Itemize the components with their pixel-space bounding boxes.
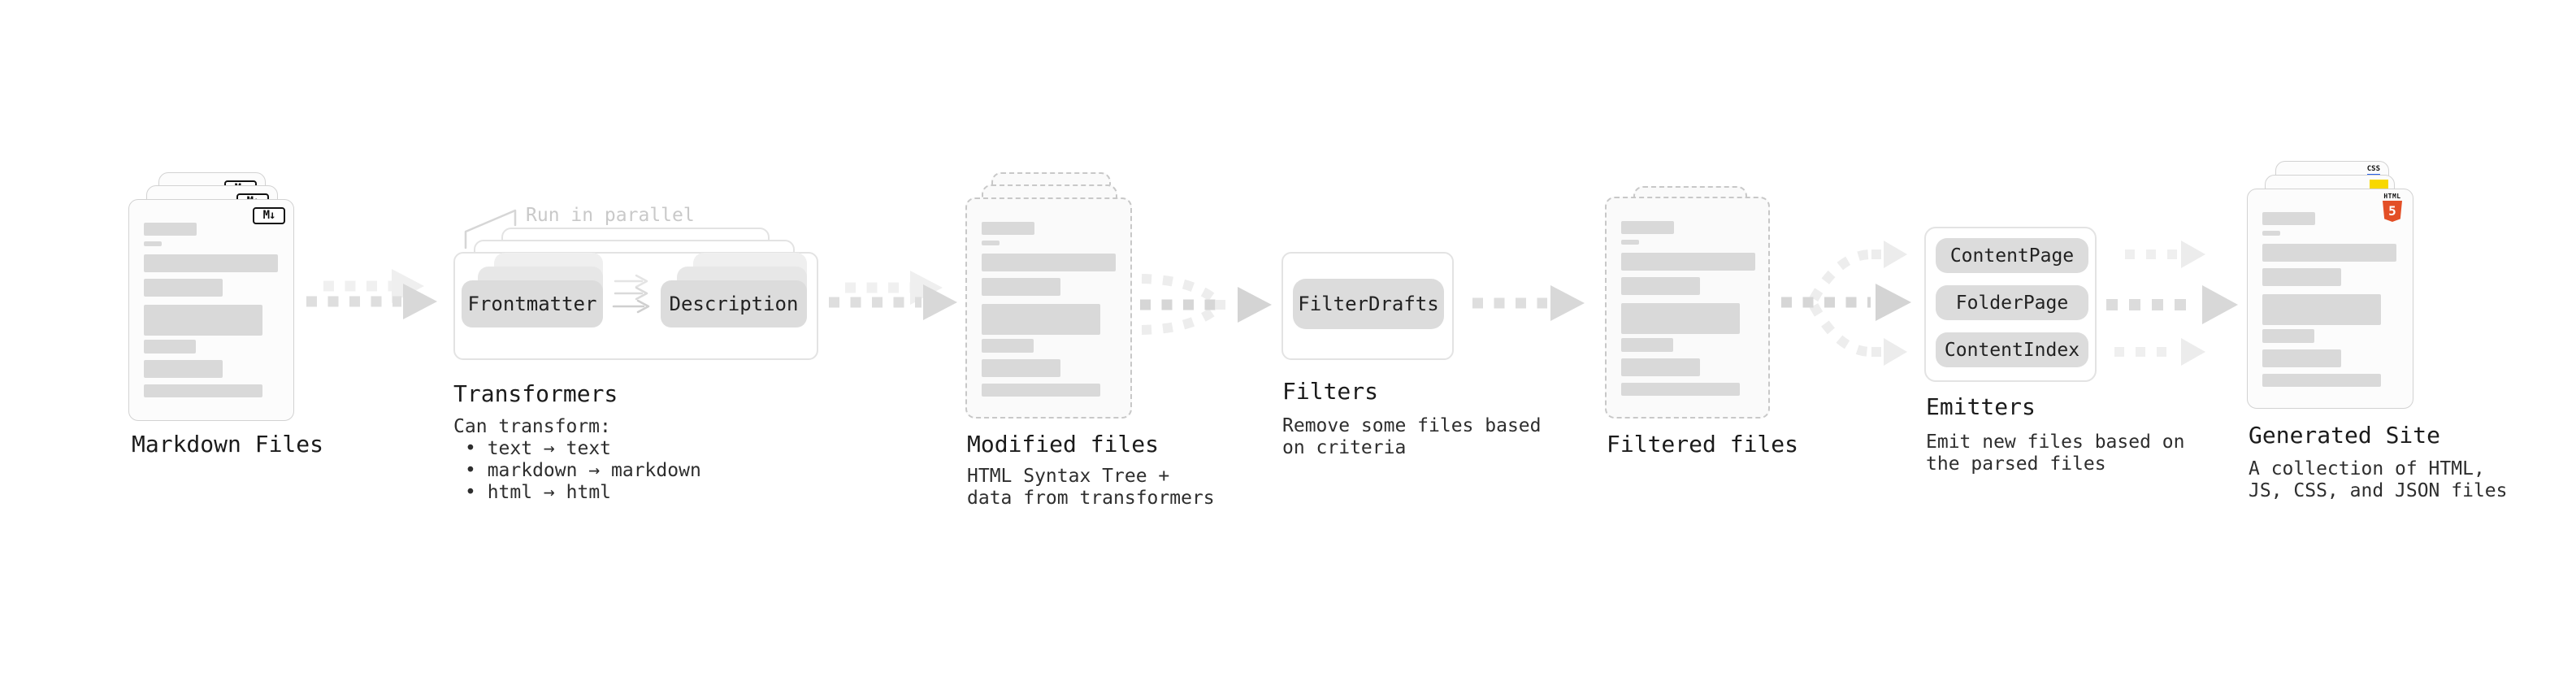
generated-site-card-front: HTML 5 [2247, 189, 2413, 409]
flow-arrow-modified-to-filters [1140, 274, 1272, 335]
run-in-parallel-annotation: Run in parallel [526, 205, 695, 226]
text-placeholder-bar [1621, 240, 1639, 245]
text-placeholder-bar [982, 359, 1060, 377]
run-in-parallel-callout [464, 209, 517, 249]
text-placeholder-bar [144, 340, 196, 354]
filters-caption-1: Remove some files based [1282, 415, 1542, 436]
emitters-caption-1: Emit new files based on [1926, 432, 2185, 453]
text-placeholder-bar [144, 223, 197, 236]
modified-file-card-front [965, 197, 1132, 419]
text-placeholder-bar [2262, 244, 2396, 262]
markdown-file-card-front: M↓ [128, 199, 294, 421]
text-placeholder-bar [144, 241, 162, 246]
text-placeholder-bar [982, 254, 1116, 271]
stage-label-generated-site: Generated Site [2249, 422, 2441, 449]
text-placeholder-bar [982, 384, 1100, 397]
text-placeholder-bar [2262, 374, 2381, 387]
emitters-caption-2: the parsed files [1926, 453, 2106, 475]
js-file-icon [2370, 180, 2388, 190]
text-placeholder-bar [982, 304, 1100, 335]
text-placeholder-bar [2262, 231, 2280, 236]
text-placeholder-bar [1621, 221, 1674, 234]
stage-label-modified-files: Modified files [967, 431, 1160, 458]
text-placeholder-bar [2262, 268, 2341, 286]
text-placeholder-bar [1621, 383, 1740, 396]
transformer-pill-description: Description [661, 280, 807, 327]
text-placeholder-bar [982, 222, 1034, 235]
transformers-caption-title: Can transform: [453, 416, 611, 437]
markdown-icon: M↓ [253, 207, 285, 224]
stage-label-filters: Filters [1282, 378, 1379, 405]
transformer-step-arrows [612, 274, 650, 314]
text-placeholder-bar [1621, 253, 1755, 271]
flow-arrow-transformers-to-modified [829, 271, 957, 320]
pill-label: FilterDrafts [1298, 293, 1439, 315]
transformers-bullet-3: • html → html [465, 482, 612, 503]
text-placeholder-bar [144, 360, 223, 378]
modified-files-caption-2: data from transformers [967, 488, 1215, 509]
html5-icon-word: HTML [2383, 193, 2401, 200]
text-placeholder-bar [982, 339, 1034, 353]
text-placeholder-bar [144, 384, 262, 397]
flow-arrow-emitters-to-generated [2106, 241, 2238, 366]
stage-label-markdown-files: Markdown Files [132, 431, 324, 458]
filter-pill-filterdrafts: FilterDrafts [1293, 279, 1444, 329]
text-placeholder-bar [1621, 338, 1673, 352]
text-placeholder-bar [144, 305, 262, 336]
text-placeholder-bar [982, 278, 1060, 296]
emitter-pill-contentpage: ContentPage [1936, 238, 2088, 273]
transformers-bullet-2: • markdown → markdown [465, 460, 701, 481]
flow-arrow-filters-to-filtered [1472, 285, 1585, 321]
text-placeholder-bar [2262, 294, 2381, 325]
flow-arrow-markdown-to-transformers [306, 269, 437, 319]
pill-label: ContentIndex [1944, 339, 2080, 361]
pill-label: Description [669, 293, 799, 315]
text-placeholder-bar [144, 254, 278, 272]
text-placeholder-bar [2262, 212, 2315, 225]
emitter-pill-folderpage: FolderPage [1936, 285, 2088, 320]
pill-label: ContentPage [1949, 245, 2075, 267]
text-placeholder-bar [1621, 303, 1740, 334]
text-placeholder-bar [2262, 329, 2314, 343]
text-placeholder-bar [1621, 277, 1700, 295]
modified-files-caption-1: HTML Syntax Tree + [967, 466, 1170, 487]
emitter-pill-contentindex: ContentIndex [1936, 332, 2088, 367]
html5-icon-shield: 5 [2383, 201, 2402, 222]
generated-site-caption-2: JS, CSS, and JSON files [2249, 480, 2508, 501]
filters-caption-2: on criteria [1282, 437, 1407, 458]
flow-arrow-filtered-to-emitters [1781, 241, 1911, 366]
stage-label-emitters: Emitters [1926, 393, 2036, 420]
pill-label: Frontmatter [467, 293, 597, 315]
text-placeholder-bar [2262, 349, 2341, 367]
generated-site-caption-1: A collection of HTML, [2249, 458, 2485, 479]
text-placeholder-bar [1621, 358, 1700, 376]
transformer-pill-frontmatter: Frontmatter [462, 280, 603, 327]
filtered-file-card-front [1605, 197, 1770, 419]
text-placeholder-bar [982, 241, 1000, 245]
html5-icon: HTML 5 [2382, 193, 2403, 222]
pill-label: FolderPage [1955, 292, 2069, 314]
stage-label-filtered-files: Filtered files [1607, 431, 1799, 458]
transformers-bullet-1: • text → text [465, 438, 612, 459]
text-placeholder-bar [144, 279, 223, 297]
stage-label-transformers: Transformers [453, 380, 618, 407]
